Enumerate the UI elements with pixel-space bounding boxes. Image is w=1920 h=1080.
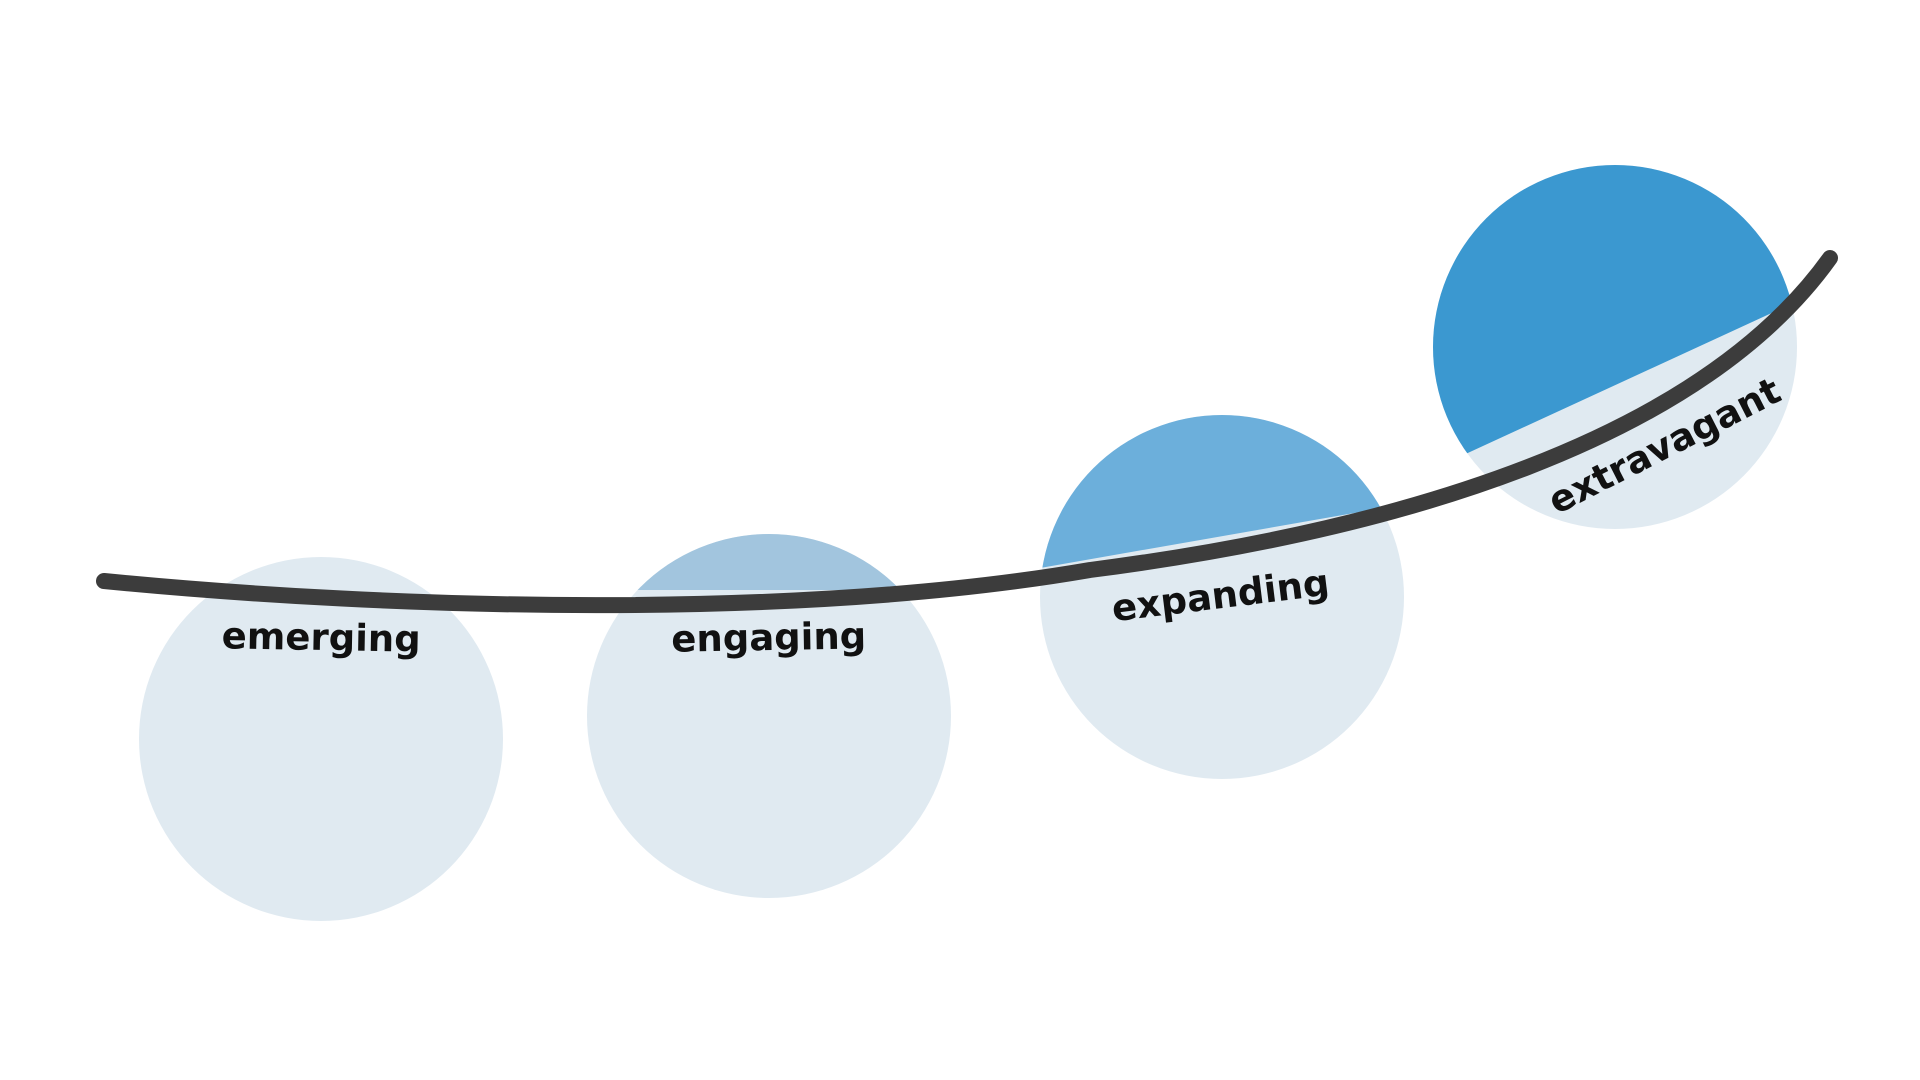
stage-label-engaging: engaging: [671, 614, 867, 660]
stage-extravagant: [1433, 165, 1797, 529]
stage-expanding: [1040, 415, 1404, 779]
stage-circle-engaging: [587, 534, 951, 898]
stage-fill-engaging: [637, 534, 901, 590]
stage-circle-emerging: [139, 557, 503, 921]
stage-emerging: [139, 557, 503, 921]
stage-label-emerging: emerging: [221, 614, 421, 660]
growth-curve: [96, 250, 1838, 614]
stage-engaging: [587, 534, 951, 898]
stage-fill-expanding: [1040, 415, 1400, 575]
